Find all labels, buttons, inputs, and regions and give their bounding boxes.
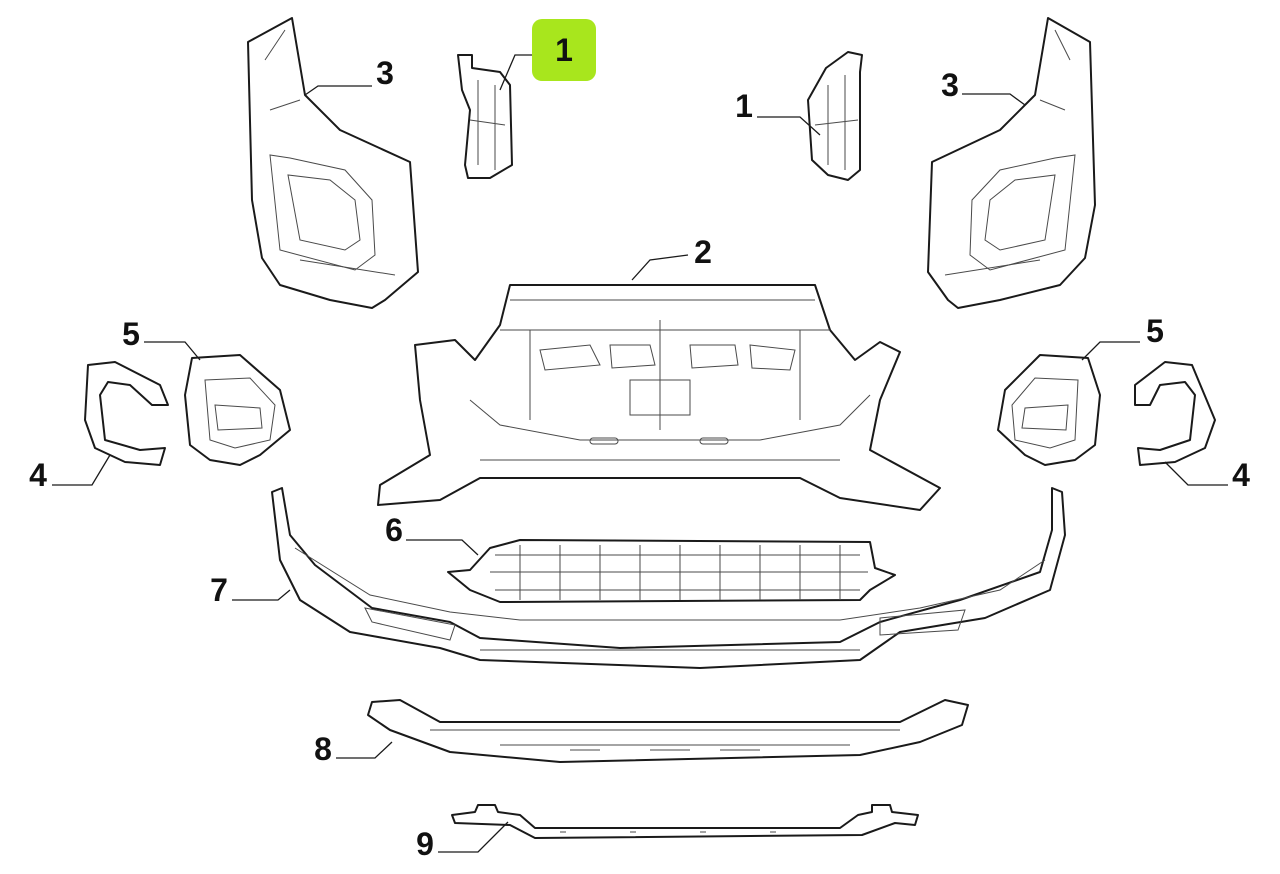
part-4-right-trim-ring[interactable] [1134,361,1216,466]
callout-4-left[interactable]: 4 [29,457,47,493]
callout-7[interactable]: 7 [210,572,228,608]
callout-6[interactable]: 6 [385,512,403,548]
callout-8[interactable]: 8 [314,731,332,767]
part-3-right-bumper-corner[interactable] [927,17,1096,309]
part-4-left-trim-ring[interactable] [84,361,169,466]
leader-lines [52,54,1228,853]
leader-4-left [52,454,111,486]
callout-3-right[interactable]: 3 [941,67,959,103]
part-5-left-fog-lamp-bezel[interactable] [184,354,291,466]
leader-7 [232,589,291,601]
part-1-right-bracket[interactable] [807,51,863,181]
part-7-lower-valance[interactable] [271,487,1066,669]
part-3-left-bumper-corner[interactable] [247,17,419,309]
part-8-skid-plate[interactable] [367,699,969,763]
callout-1-highlighted-label: 1 [555,32,573,68]
part-1-left-bracket[interactable] [457,54,513,179]
leader-3-left [304,85,372,96]
callout-highlight-box [532,19,596,81]
callout-2[interactable]: 2 [694,234,712,270]
leader-6 [406,539,479,556]
callout-1-highlighted[interactable]: 1 [532,19,596,81]
part-2-bumper-fascia[interactable] [377,284,941,511]
leader-9 [438,821,509,853]
leader-5-left [144,341,201,361]
callout-3-left[interactable]: 3 [376,55,394,91]
callout-4-right[interactable]: 4 [1232,457,1250,493]
leader-4-right [1164,461,1228,486]
part-5-right-fog-lamp-bezel[interactable] [997,354,1101,466]
leader-8 [336,741,393,759]
callout-5-left[interactable]: 5 [122,316,140,352]
callout-9[interactable]: 9 [416,826,434,862]
leader-5-right [1081,341,1140,361]
callout-1-right[interactable]: 1 [735,88,753,124]
callout-5-right[interactable]: 5 [1146,313,1164,349]
part-9-reinforcement-strip[interactable] [451,804,919,839]
leader-1-highlighted [499,54,532,91]
part-6-lower-grille[interactable] [447,539,896,603]
leader-1-right [757,116,821,136]
leader-3-right [962,93,1026,106]
leader-2 [631,254,689,281]
